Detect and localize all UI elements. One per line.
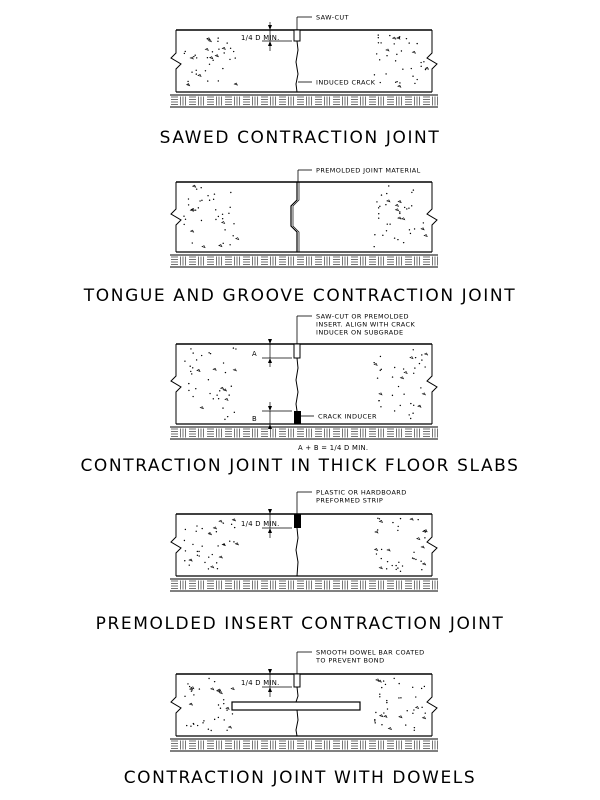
a-plus-b-formula: A + B = 1/4 D MIN. <box>298 444 368 452</box>
concrete-slab <box>170 30 438 92</box>
sawed-joint-section-drawing: SAW-CUT 1/4 D MIN. INDUCED CRACK <box>170 14 438 108</box>
saw-cut-label: SAW-CUT <box>316 14 349 22</box>
subgrade-pattern <box>170 426 438 440</box>
concrete-slab <box>170 344 438 424</box>
dowel-note-line2: TO PREVENT BOND <box>315 657 384 665</box>
dim-quarter-d-label: 1/4 D MIN. <box>241 34 280 42</box>
thick-slab-section-drawing: SAW-CUT OR PREMOLDED INSERT. ALIGN WITH … <box>170 313 438 452</box>
subgrade-pattern <box>170 94 438 108</box>
concrete-slab <box>170 674 438 736</box>
crack-line <box>295 527 299 577</box>
panel-tongue-and-groove-joint: PREMOLDED JOINT MATERIAL TONGUE AND GROO… <box>0 160 600 310</box>
induced-crack-line <box>295 40 299 93</box>
panel-sawed-contraction-joint: SAW-CUT 1/4 D MIN. INDUCED CRACK SAWED C… <box>0 0 600 160</box>
tongue-groove-joint-line <box>290 182 298 252</box>
caption-sawed-contraction-joint: SAWED CONTRACTION JOINT <box>159 128 441 148</box>
concrete-slab <box>170 514 438 576</box>
crack-inducer <box>294 411 301 424</box>
subgrade-pattern <box>170 738 438 752</box>
insert-note-line3: INDUCER ON SUBGRADE <box>316 329 404 337</box>
dim-quarter-d-label: 1/4 D MIN. <box>241 679 280 687</box>
crack-line <box>295 357 299 412</box>
caption-joint-with-dowels: CONTRACTION JOINT WITH DOWELS <box>123 768 477 788</box>
premolded-insert-section-drawing: PLASTIC OR HARDBOARD PREFORMED STRIP 1/4… <box>170 489 438 592</box>
caption-premolded-insert: PREMOLDED INSERT CONTRACTION JOINT <box>95 614 505 634</box>
premolded-joint-material-label: PREMOLDED JOINT MATERIAL <box>316 167 421 175</box>
subgrade-pattern <box>170 578 438 592</box>
induced-crack-label: INDUCED CRACK <box>316 79 376 87</box>
preformed-strip <box>294 514 301 528</box>
insert-note-line2: INSERT. ALIGN WITH CRACK <box>316 321 415 329</box>
dowel-bar <box>231 701 361 711</box>
tongue-groove-section-drawing: PREMOLDED JOINT MATERIAL <box>170 167 438 268</box>
dim-a-label: A <box>252 350 257 358</box>
concrete-slab <box>170 182 438 252</box>
panel-thick-floor-slab-joint: SAW-CUT OR PREMOLDED INSERT. ALIGN WITH … <box>0 310 600 480</box>
strip-note-line1: PLASTIC OR HARDBOARD <box>316 489 407 497</box>
panel-premolded-insert-joint: PLASTIC OR HARDBOARD PREFORMED STRIP 1/4… <box>0 480 600 640</box>
dim-quarter-d-label: 1/4 D MIN. <box>241 520 280 528</box>
strip-note-line2: PREFORMED STRIP <box>316 497 383 505</box>
dim-b-label: B <box>252 415 257 423</box>
subgrade-pattern <box>170 254 438 268</box>
caption-tongue-and-groove: TONGUE AND GROOVE CONTRACTION JOINT <box>83 286 517 306</box>
caption-thick-floor-slabs: CONTRACTION JOINT IN THICK FLOOR SLABS <box>80 456 520 476</box>
insert-note-line1: SAW-CUT OR PREMOLDED <box>316 313 409 321</box>
dowel-note-line1: SMOOTH DOWEL BAR COATED <box>316 649 425 657</box>
dowel-joint-section-drawing: SMOOTH DOWEL BAR COATED TO PREVENT BOND … <box>170 649 438 752</box>
panel-dowel-joint: SMOOTH DOWEL BAR COATED TO PREVENT BOND … <box>0 640 600 800</box>
crack-inducer-label: CRACK INDUCER <box>318 413 377 421</box>
